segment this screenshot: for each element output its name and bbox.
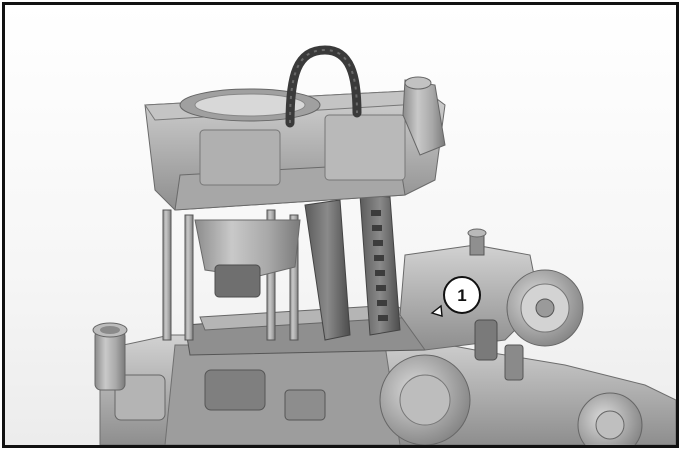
engine-illustration: 1 xyxy=(92,45,676,445)
callout-1: 1 xyxy=(430,276,481,317)
piston xyxy=(194,219,301,298)
support-studs xyxy=(162,209,299,341)
callout-arrow-icon xyxy=(430,304,443,317)
crankcase xyxy=(99,334,676,445)
callout-label: 1 xyxy=(457,286,466,305)
coolant-hose xyxy=(285,45,362,128)
callout-circle xyxy=(443,276,481,314)
thermostat-housing xyxy=(402,76,446,156)
cylinder xyxy=(144,88,446,211)
coolant-fitting xyxy=(92,322,128,391)
